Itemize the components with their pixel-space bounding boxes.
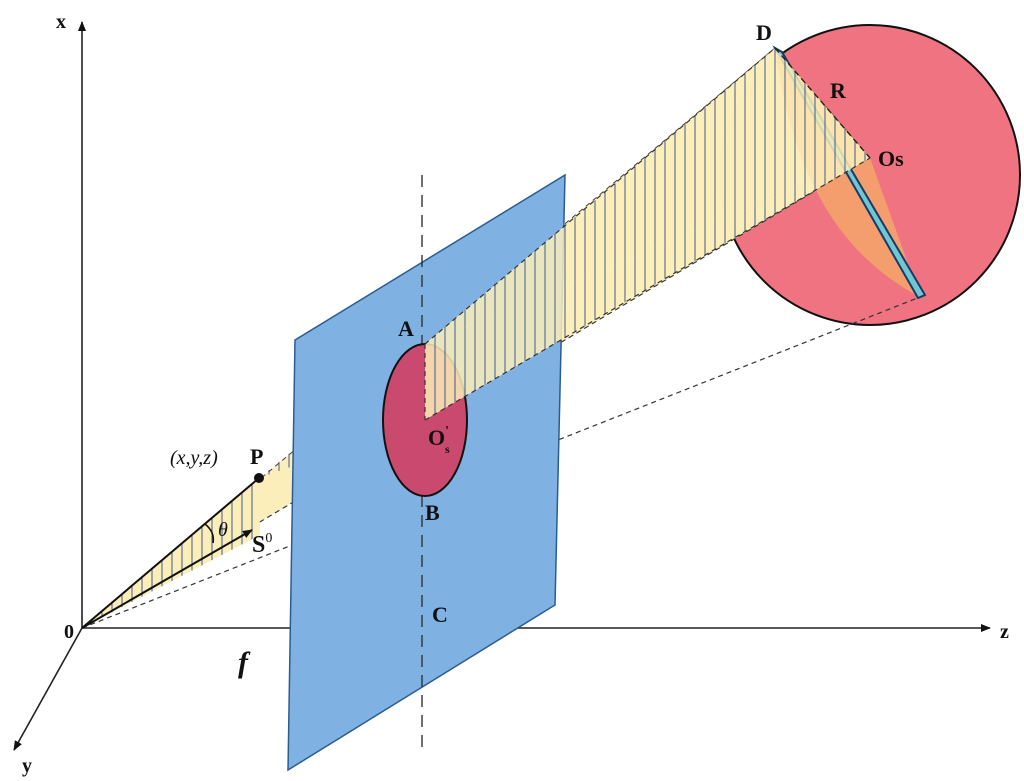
s0-vector — [81, 529, 253, 629]
point-p — [254, 473, 264, 483]
cone-front — [425, 48, 870, 420]
origin-label: 0 — [64, 621, 74, 643]
y-axis — [13, 627, 83, 751]
axis-y-label: y — [22, 755, 32, 777]
os-prime-label: O's — [428, 424, 450, 456]
point-b-label: B — [425, 500, 440, 525]
theta-label: θ — [218, 519, 228, 541]
theta-arc — [204, 523, 215, 544]
axis-x-label: x — [56, 11, 66, 33]
focal-length-label: f — [238, 646, 251, 679]
point-coords-label: (x,y,z) — [170, 447, 218, 469]
point-d-label: D — [756, 20, 772, 45]
ray-op — [81, 477, 260, 629]
s0-label: S0 — [252, 531, 272, 558]
radius-label: R — [830, 78, 847, 103]
cone-front-hatching — [434, 48, 866, 415]
cone-upper-edge — [424, 47, 776, 345]
point-c-label: C — [432, 602, 448, 627]
sphere-center-label: Os — [878, 146, 904, 171]
point-a-label: A — [398, 316, 414, 341]
axis-z-label: z — [1000, 621, 1009, 643]
point-p-label: P — [250, 444, 263, 469]
radius-line — [774, 47, 871, 159]
